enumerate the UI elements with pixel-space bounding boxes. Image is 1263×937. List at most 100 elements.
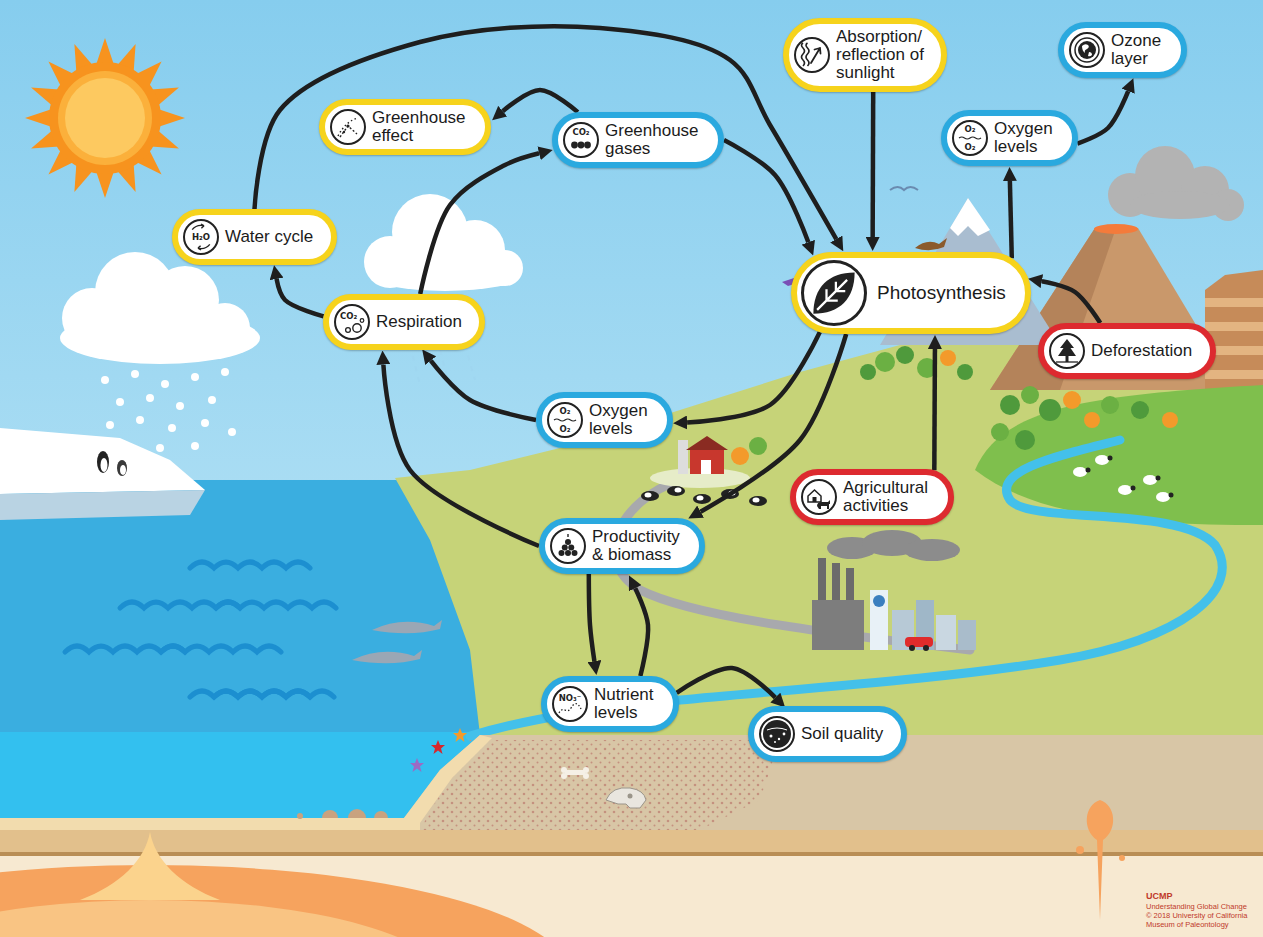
flow-arrow — [677, 668, 776, 698]
concept-icon — [801, 260, 867, 326]
flow-arrow — [1010, 181, 1012, 258]
concept-icon — [1069, 32, 1105, 68]
icon-symbol — [778, 738, 780, 740]
concept-icon — [550, 528, 586, 564]
icon-formula: O₂ — [965, 125, 976, 134]
icon-symbol — [1078, 41, 1096, 59]
smoke — [1130, 191, 1230, 219]
city — [958, 620, 976, 650]
icon-symbol — [565, 550, 571, 556]
concept-icon — [1049, 333, 1085, 369]
icon-symbol — [343, 131, 345, 133]
cows — [641, 486, 767, 506]
icon-symbol — [346, 124, 349, 127]
icon-formula: CO₂ — [572, 128, 589, 137]
snowfall — [191, 373, 199, 381]
icon-symbol — [565, 539, 571, 545]
icon-symbol — [568, 545, 574, 551]
dolphins — [352, 620, 442, 663]
trees — [749, 437, 767, 455]
icon-symbol — [813, 272, 854, 313]
fossils — [628, 794, 633, 799]
starfish — [453, 728, 467, 742]
earth-layers — [0, 865, 570, 937]
birds — [890, 187, 918, 190]
icon-symbol — [562, 545, 568, 551]
process-box: Productivity & biomass — [539, 518, 705, 574]
flow-arrow — [503, 90, 578, 112]
ice-shelf — [0, 490, 205, 520]
icon-symbol — [959, 137, 981, 139]
magma-drop — [1076, 800, 1125, 920]
trees — [940, 350, 956, 366]
factory — [904, 539, 960, 561]
icon-symbol — [1075, 38, 1099, 62]
cliff — [1205, 270, 1263, 390]
trees — [896, 346, 914, 364]
penguins — [97, 451, 109, 473]
concept-icon: O₂O₂ — [547, 402, 583, 438]
snowfall — [208, 396, 216, 404]
icon-formula: O₂ — [560, 407, 571, 416]
trees — [1131, 401, 1149, 419]
city — [936, 615, 956, 650]
trees — [1039, 399, 1061, 421]
rain — [410, 345, 420, 385]
penguins — [101, 458, 108, 472]
earth-layers — [0, 900, 450, 937]
factory — [812, 530, 960, 650]
seafloor — [395, 735, 492, 830]
snowfall — [201, 419, 209, 427]
icon-symbol — [571, 142, 578, 149]
waves — [216, 602, 336, 608]
sheep — [1073, 455, 1174, 502]
earth-layers — [0, 830, 1263, 937]
node-label: Oxygen levels — [994, 120, 1055, 156]
trees — [917, 358, 937, 378]
waves — [65, 562, 336, 697]
node-label: Nutrient levels — [594, 686, 656, 722]
farm — [690, 448, 724, 474]
node-label: Absorption/ reflection of sunlight — [836, 28, 924, 82]
sheep — [1156, 492, 1170, 502]
ice-shelf — [0, 428, 205, 520]
factory — [832, 563, 840, 603]
sun — [65, 78, 145, 158]
fossils — [561, 773, 567, 779]
icon-symbol — [1071, 34, 1103, 66]
cows — [729, 491, 736, 496]
cliff — [1205, 270, 1263, 390]
rain — [465, 345, 475, 380]
fossils — [565, 770, 585, 775]
snowfall — [101, 376, 109, 384]
penguins — [120, 465, 126, 475]
waves — [214, 691, 334, 697]
sun — [58, 71, 152, 165]
concept-icon — [801, 479, 837, 515]
node-label: Ozone layer — [1111, 32, 1164, 68]
flow-arrow — [255, 26, 837, 239]
icon-symbol — [332, 111, 364, 143]
earth-layers — [0, 830, 1263, 852]
starfish — [431, 740, 445, 754]
fossils — [561, 767, 646, 808]
process-box: CO₂Respiration — [323, 294, 485, 350]
farm — [686, 436, 728, 450]
sheep — [1131, 486, 1136, 491]
human-factor-box: Deforestation — [1038, 323, 1216, 379]
fossils — [583, 767, 589, 773]
sheep — [1073, 467, 1087, 477]
icon-symbol — [817, 280, 847, 310]
dolphins — [372, 620, 442, 633]
icon-symbol — [811, 48, 821, 63]
trees — [1101, 396, 1119, 414]
sun — [49, 62, 161, 174]
ice-shelf — [0, 428, 205, 494]
icon-symbol — [761, 718, 793, 750]
credit-text: © 2018 University of California — [1146, 912, 1247, 920]
process-box: O₂O₂Oxygen levels — [536, 392, 673, 448]
farm — [650, 436, 750, 488]
